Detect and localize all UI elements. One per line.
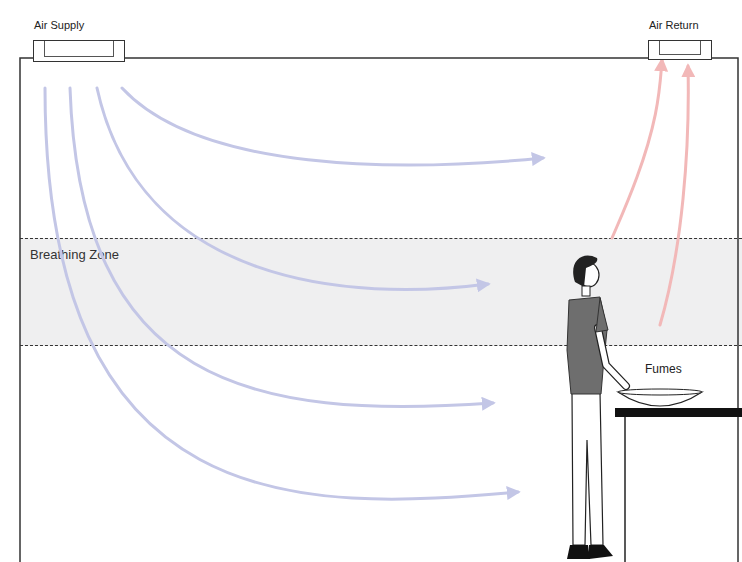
breathing-zone-band: Breathing Zone (20, 238, 742, 346)
airflow-arrow (122, 88, 543, 165)
air-return-vent: Air Return (648, 40, 712, 60)
trousers (572, 392, 603, 545)
shoe (567, 545, 590, 559)
node-label: Air Supply (34, 19, 84, 31)
neck (582, 286, 590, 296)
vent-grille (659, 41, 701, 55)
shoe (589, 545, 613, 559)
node-label: Air Return (649, 19, 699, 31)
return-airflow-arrow (612, 60, 662, 238)
vent-grille (44, 41, 114, 57)
counter-side (624, 417, 626, 562)
fumes-label: Fumes (645, 362, 682, 376)
node-label: Breathing Zone (30, 247, 119, 262)
bowl-rim (618, 389, 702, 395)
air-supply-vent: Air Supply (33, 40, 125, 62)
counter-top (615, 408, 742, 417)
